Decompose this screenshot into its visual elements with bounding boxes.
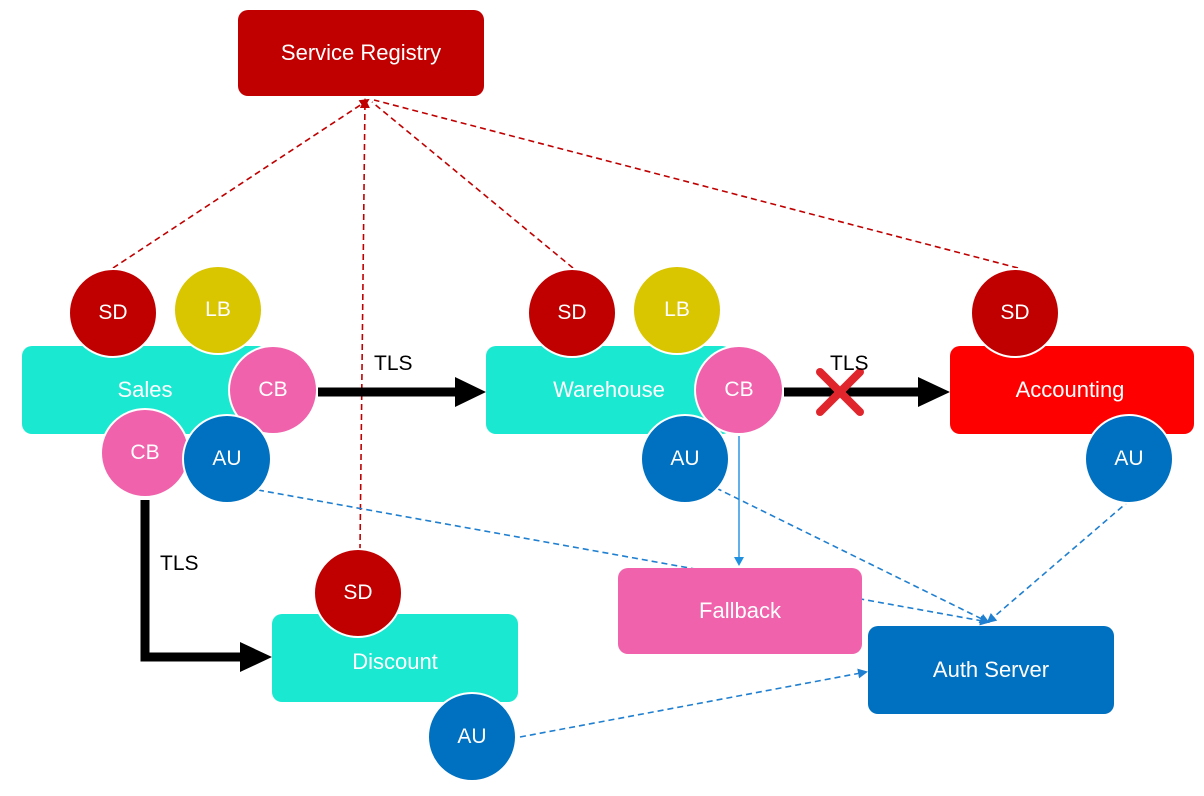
warehouse-cb-badge: CB xyxy=(694,345,784,435)
registry-link-accounting xyxy=(373,99,1019,269)
service-registry-node[interactable]: Service Registry xyxy=(238,10,484,96)
auth-link-sales xyxy=(257,489,990,626)
sales-sd-label: SD xyxy=(98,301,128,324)
discount-sd-label: SD xyxy=(343,581,373,604)
discount-sd-badge: SD xyxy=(313,548,403,638)
sales-cb-label-discount: CB xyxy=(130,441,160,464)
sales-au-badge: AU xyxy=(182,414,272,504)
accounting-au-badge: AU xyxy=(1084,414,1174,504)
accounting-label: Accounting xyxy=(1015,377,1125,402)
sales-label: Sales xyxy=(117,377,173,402)
warehouse-lb-label: LB xyxy=(664,298,690,321)
registry-link-warehouse xyxy=(371,101,574,269)
discount-au-label: AU xyxy=(457,725,487,748)
discount-label: Discount xyxy=(352,649,438,674)
fallback-link-arrowhead xyxy=(734,557,744,566)
service-registry-label: Service Registry xyxy=(280,40,442,65)
warehouse-sd-badge: SD xyxy=(527,268,617,358)
sales-lb-label: LB xyxy=(205,298,231,321)
auth-link-discount xyxy=(519,668,868,738)
tls-arrowhead-accounting xyxy=(918,377,950,407)
discount-au-badge: AU xyxy=(427,692,517,782)
warehouse-lb-badge: LB xyxy=(632,265,722,355)
sales-sd-badge: SD xyxy=(68,268,158,358)
accounting-sd-label: SD xyxy=(1000,301,1030,324)
warehouse-cb-label: CB xyxy=(724,378,754,401)
tls-arrowhead-warehouse xyxy=(455,377,486,407)
warehouse-au-label: AU xyxy=(670,447,700,470)
warehouse-sd-label: SD xyxy=(557,301,587,324)
accounting-au-label: AU xyxy=(1114,447,1144,470)
auth-server-node[interactable]: Auth Server xyxy=(868,626,1114,714)
auth-server-label: Auth Server xyxy=(932,657,1050,682)
accounting-sd-badge: SD xyxy=(970,268,1060,358)
tls-label-sales-discount: TLS xyxy=(160,552,199,575)
sales-cb-badge-discount: CB xyxy=(100,408,190,498)
auth-link-accounting xyxy=(986,499,1131,624)
tls-arrow-sales-discount xyxy=(140,500,245,662)
tls-arrowhead-discount xyxy=(240,642,272,672)
tls-label-sales-warehouse: TLS xyxy=(374,352,413,375)
fallback-label: Fallback xyxy=(699,598,781,623)
fallback-node[interactable]: Fallback xyxy=(618,568,862,654)
auth-link-warehouse xyxy=(715,487,990,623)
warehouse-au-badge: AU xyxy=(640,414,730,504)
sales-au-label: AU xyxy=(212,447,242,470)
warehouse-label: Warehouse xyxy=(553,377,665,402)
registry-link-discount xyxy=(359,98,370,551)
sales-cb-label-warehouse: CB xyxy=(258,378,288,401)
sales-lb-badge: LB xyxy=(173,265,263,355)
tls-label-warehouse-accounting: TLS xyxy=(830,352,869,375)
discount-service-node[interactable]: Discount xyxy=(272,614,518,702)
blocked-x-icon xyxy=(816,368,864,416)
registry-link-sales xyxy=(112,98,370,269)
accounting-service-node[interactable]: Accounting xyxy=(950,346,1194,434)
